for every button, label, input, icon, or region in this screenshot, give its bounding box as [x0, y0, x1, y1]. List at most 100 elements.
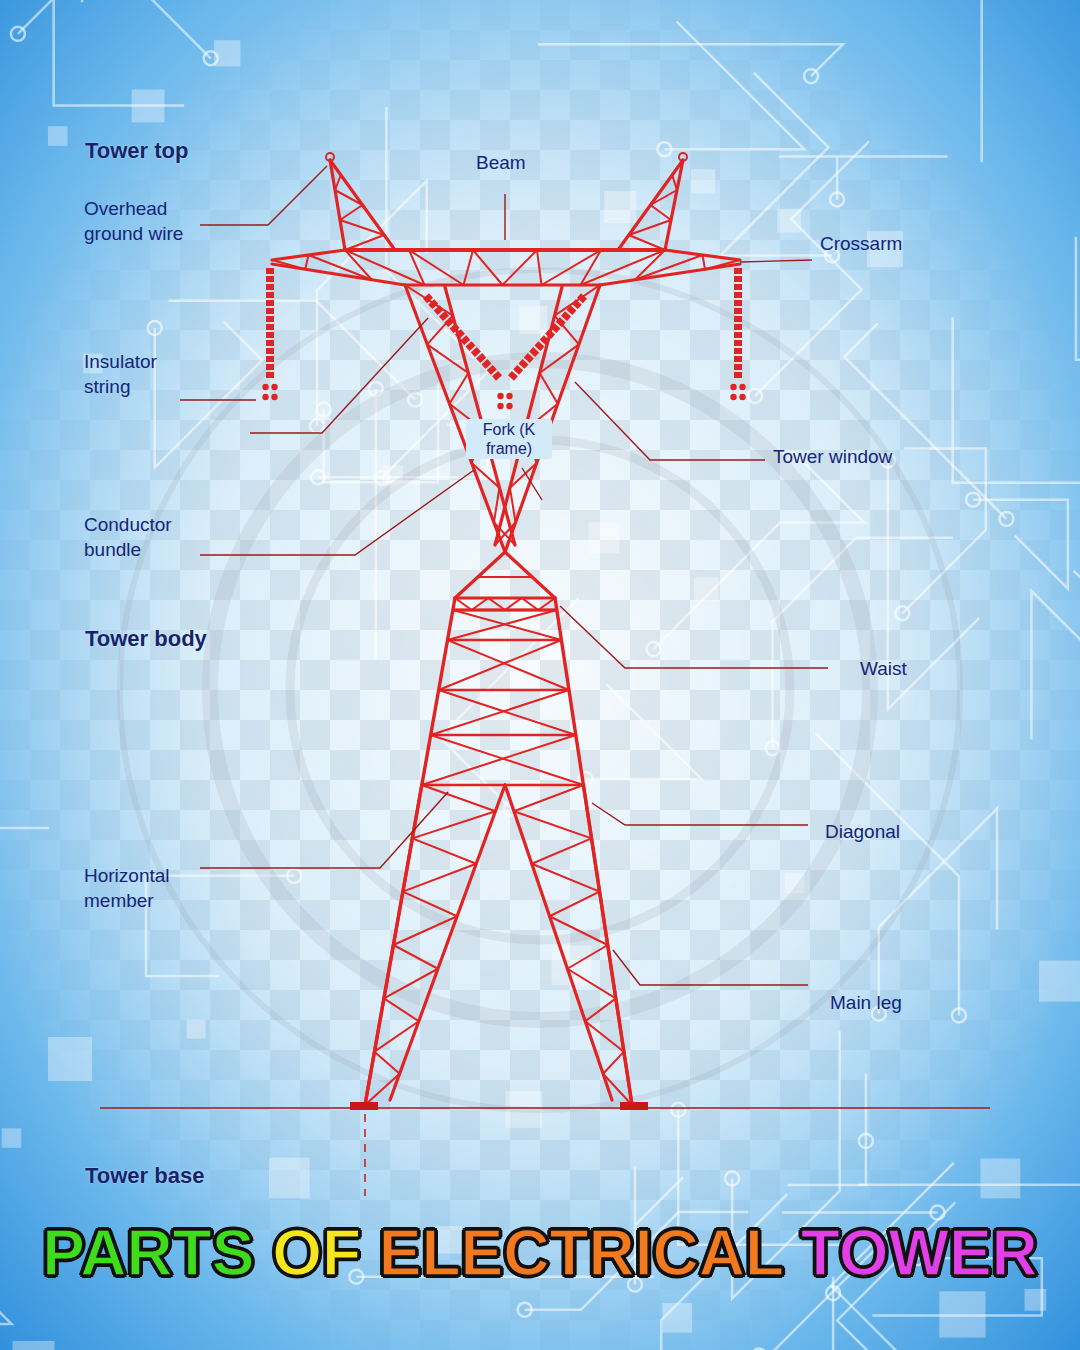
leader-line — [200, 166, 327, 225]
bracing-member — [603, 1052, 624, 1074]
circuit-trace — [375, 389, 378, 659]
bracing-member — [532, 838, 592, 863]
conductor-dot — [262, 384, 268, 390]
circuit-trace — [1073, 571, 1080, 774]
bracing-member — [494, 488, 500, 523]
circuit-square — [48, 126, 68, 146]
circuit-trace — [0, 1243, 12, 1324]
part-label: Horizontal member — [84, 863, 194, 913]
title-word: OF — [272, 1217, 361, 1289]
circuit-pad — [311, 470, 325, 484]
part-label: Main leg — [830, 990, 902, 1015]
bracing-member — [412, 838, 476, 863]
leader-line — [522, 468, 542, 500]
circuit-pad — [952, 1008, 966, 1022]
bracing-member — [409, 250, 464, 285]
bracing-member — [629, 235, 665, 250]
insulator-string — [511, 296, 584, 378]
main-leg — [555, 598, 632, 1105]
diagonal-member — [439, 640, 562, 690]
diagonal-member — [422, 735, 576, 785]
part-label: Overhead ground wire — [84, 196, 214, 246]
circuit-pad — [671, 1103, 685, 1117]
part-label: Insulator string — [84, 349, 194, 399]
bracing-member — [455, 598, 472, 610]
leader-line — [560, 606, 828, 668]
circuit-square — [187, 1020, 206, 1039]
main-chord — [618, 160, 683, 250]
bracing-member — [330, 160, 341, 175]
circuit-square — [691, 169, 715, 193]
watermark-ring — [290, 440, 790, 940]
circuit-trace — [155, 322, 262, 468]
main-chord — [505, 785, 612, 1100]
main-chord — [495, 287, 562, 545]
main-chord — [455, 552, 505, 598]
circuit-trace — [788, 1074, 866, 1185]
title: PARTS OF ELECTRICAL TOWER — [0, 1216, 1080, 1290]
bracing-member — [472, 463, 500, 488]
bracing-member — [585, 1021, 624, 1051]
diagonal-member — [439, 690, 576, 735]
conductor-dot — [730, 384, 736, 390]
bracing-member — [514, 811, 592, 838]
bracing-member — [473, 250, 503, 285]
circuit-pad — [317, 403, 331, 417]
circuit-trace — [973, 500, 1068, 589]
part-label: Fork (K frame) — [466, 419, 552, 459]
part-label: Beam — [476, 150, 526, 175]
footing — [350, 1102, 378, 1110]
diagonal-member — [431, 735, 584, 785]
conductor-dot — [271, 394, 277, 400]
circuit-square — [694, 577, 718, 601]
circuit-square — [980, 1159, 1020, 1199]
footing — [620, 1102, 648, 1110]
circuit-trace — [844, 323, 1006, 519]
insulators — [262, 268, 745, 409]
bracing-member — [412, 811, 495, 838]
circuit-square — [48, 1037, 92, 1081]
circuit-square — [214, 40, 240, 66]
circuit-square — [132, 90, 165, 123]
circuit-trace — [586, 684, 702, 779]
circuit-trace — [538, 44, 843, 76]
foundation-dashes — [364, 1114, 366, 1196]
section-heading: Tower top — [85, 138, 188, 163]
diagonal-member — [453, 610, 562, 640]
bracing-member — [672, 160, 683, 175]
bracing-member — [374, 1052, 399, 1074]
circuit-pad — [646, 642, 660, 656]
tower-base — [100, 1102, 990, 1196]
bracing-member — [384, 969, 438, 999]
bracing-member — [488, 598, 505, 610]
circuit-square — [1025, 1289, 1047, 1311]
leader-line — [200, 470, 474, 555]
bracing-member — [403, 892, 457, 917]
circuit-square — [519, 306, 547, 334]
ground-wire-clamp — [326, 153, 334, 161]
circuit-pad — [148, 321, 162, 335]
main-chord — [505, 552, 555, 598]
ground-line — [100, 1107, 990, 1109]
bracing-member — [340, 205, 363, 220]
bracing-member — [538, 598, 555, 610]
leader-line — [592, 803, 808, 825]
diagonal-member — [448, 610, 557, 640]
bracing-member — [540, 373, 558, 404]
circuit-square — [662, 1303, 692, 1333]
bracing-member — [585, 998, 616, 1021]
bracing-member — [393, 916, 457, 945]
bracing-member — [393, 945, 438, 969]
horizontal-member — [422, 784, 584, 787]
title-word: TOWER — [801, 1217, 1038, 1289]
circuit-trace — [782, 1211, 938, 1214]
horizontal-member — [478, 576, 532, 578]
circuit-trace — [82, 0, 211, 58]
main-chord — [330, 160, 345, 250]
part-label: Diagonal — [825, 819, 900, 844]
circuit-square — [13, 1341, 55, 1350]
bracing-member — [505, 598, 522, 610]
leader-line — [200, 792, 448, 868]
